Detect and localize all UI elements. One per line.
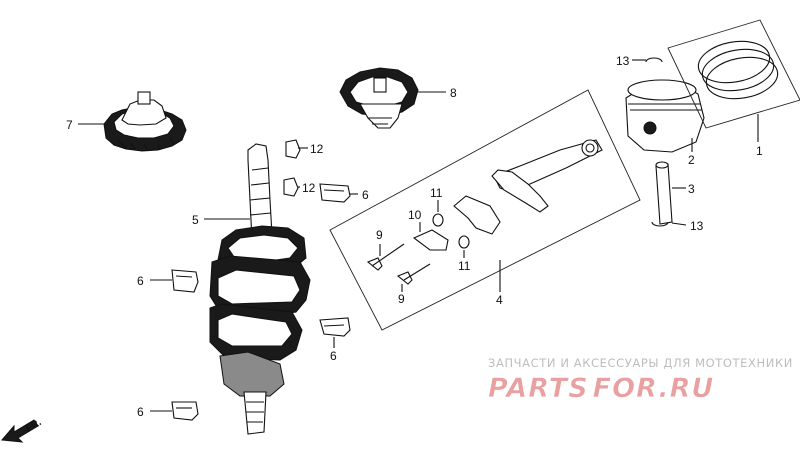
callout-6-upper: 6: [362, 188, 369, 202]
callout-12-lower: 12: [302, 181, 316, 195]
callout-8: 8: [450, 86, 457, 100]
connecting-rod-assembly-drawing: [329, 89, 641, 331]
piston-ring-set-drawing: [667, 19, 800, 129]
callout-4: 4: [496, 293, 503, 307]
front-label: FR.: [24, 417, 44, 435]
piston-drawing: [625, 79, 705, 153]
callout-9-upper: 9: [376, 228, 383, 242]
callout-7: 7: [66, 118, 73, 132]
crankshaft-drawing: [209, 143, 311, 435]
clip-drawings: [645, 57, 669, 227]
watermark-brand-right: FOR.RU: [593, 373, 715, 404]
callout-2: 2: [688, 153, 695, 167]
callout-13-upper: 13: [616, 54, 630, 68]
callout-6-left-upper: 6: [137, 274, 144, 288]
callout-12-upper: 12: [310, 142, 324, 156]
callout-11-lower: 11: [458, 259, 471, 273]
callout-3: 3: [688, 182, 695, 196]
piston-pin-drawing: [655, 161, 673, 225]
watermark: ЗАПЧАСТИ И АКСЕССУАРЫ ДЛЯ МОТОТЕХНИКИ PA…: [488, 356, 793, 404]
front-arrow-icon: [0, 419, 39, 443]
callout-6-lower: 6: [330, 349, 337, 363]
cam-gear-drawing: [103, 91, 187, 152]
watermark-brand-left: PARTS: [488, 373, 589, 404]
callout-5: 5: [192, 213, 199, 227]
callout-1: 1: [756, 144, 763, 158]
bearing-half-drawings: [171, 183, 351, 421]
callout-9-lower: 9: [398, 292, 405, 306]
callout-11-upper: 11: [430, 186, 443, 200]
callout-6-left-lower: 6: [137, 405, 144, 419]
front-orientation-indicator: FR.: [0, 417, 44, 443]
callout-labels: 1 2 3 4 5 6 6 6 6 7 8 9 9 10 11 11 12 12…: [66, 54, 763, 419]
key-drawings: [283, 139, 301, 197]
callout-13-lower: 13: [690, 219, 704, 233]
leader-lines: [78, 59, 759, 412]
callout-10: 10: [408, 208, 422, 222]
watermark-tagline: ЗАПЧАСТИ И АКСЕССУАРЫ ДЛЯ МОТОТЕХНИКИ: [488, 356, 793, 370]
governor-gear-drawing: [339, 67, 419, 129]
